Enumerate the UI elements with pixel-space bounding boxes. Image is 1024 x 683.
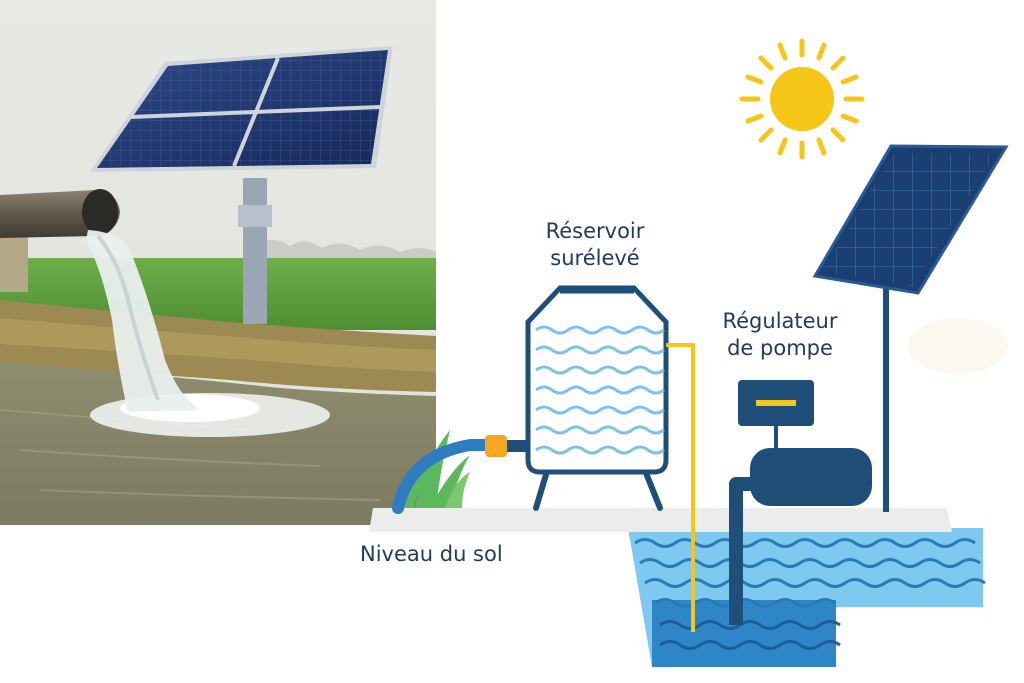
pump-icon	[729, 448, 889, 625]
photo-scene	[0, 0, 436, 525]
regulator-label-line1: Régulateur	[722, 309, 838, 333]
tank-label-line1: Réservoir	[545, 219, 645, 243]
sun-icon	[739, 38, 865, 160]
ground-label: Niveau du sol	[360, 542, 503, 566]
hose	[392, 439, 496, 514]
regulator-label-line2: de pompe	[727, 336, 833, 360]
tank-label: Réservoir surélevé	[520, 218, 670, 272]
water-basin	[628, 528, 986, 667]
water-tank-icon	[525, 285, 669, 511]
controller-icon	[738, 380, 814, 448]
tank-label-line2: surélevé	[550, 246, 640, 270]
cloud	[908, 318, 1008, 374]
ground-level	[369, 508, 952, 532]
solar-panel-icon	[812, 144, 1009, 508]
float-wire	[666, 343, 695, 632]
faucet-valve-icon	[485, 435, 507, 457]
regulator-label: Régulateur de pompe	[700, 308, 860, 362]
